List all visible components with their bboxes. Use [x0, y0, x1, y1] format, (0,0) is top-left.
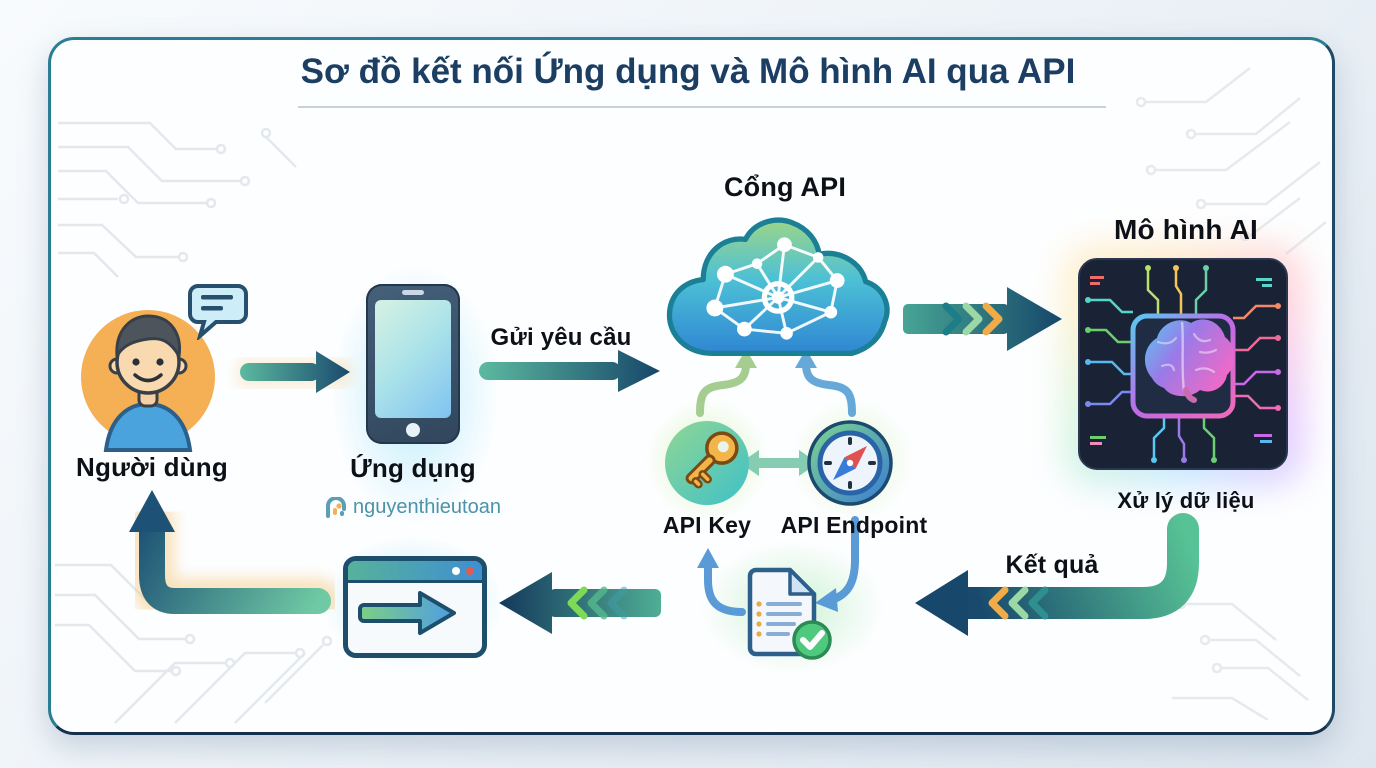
document-check-icon	[747, 567, 832, 660]
key-icon	[665, 421, 749, 505]
speech-bubble-icon	[188, 284, 248, 340]
api-endpoint-label: API Endpoint	[780, 512, 928, 538]
arrow-user-to-app	[240, 351, 350, 393]
ai-chip-brain-icon	[1078, 258, 1288, 470]
title-underline	[298, 106, 1106, 108]
arrow-document-to-key	[697, 548, 746, 616]
brand-watermark-text: nguyenthieutoan	[353, 496, 501, 518]
chevron-icons-left	[988, 586, 1049, 620]
arrow-send-request	[479, 350, 660, 392]
compass-icon	[807, 420, 893, 506]
arrow-key-to-gateway	[696, 349, 757, 417]
window-dot-white	[452, 567, 460, 575]
arrow-endpoint-to-gateway	[795, 349, 856, 417]
api-key-label: API Key	[662, 512, 752, 538]
model-label: Mô hình AI	[1113, 214, 1259, 245]
browser-window-icon	[343, 556, 487, 658]
arrow-gateway-to-model	[903, 287, 1062, 351]
chevron-icons-left-green	[567, 586, 628, 620]
chevron-icons-right	[942, 302, 1003, 336]
user-label: Người dùng	[76, 452, 228, 482]
browser-titlebar	[348, 561, 482, 583]
send-request-label: Gửi yêu cầu	[490, 324, 632, 351]
brand-logo-icon	[326, 496, 347, 518]
gateway-label: Cổng API	[723, 172, 847, 202]
cloud-network-icon	[666, 217, 890, 356]
brand-watermark: nguyenthieutoan	[318, 496, 508, 519]
model-caption: Xử lý dữ liệu	[1117, 488, 1255, 513]
result-label: Kết quả	[1005, 551, 1099, 579]
page-title: Sơ đồ kết nối Ứng dụng và Mô hình AI qua…	[300, 52, 1076, 91]
smartphone-icon	[366, 284, 460, 444]
app-label: Ứng dụng	[350, 453, 476, 483]
user-avatar-icon	[81, 310, 215, 452]
window-dot-red	[466, 567, 474, 575]
arrow-result	[915, 513, 1199, 636]
arrow-document-to-browser	[499, 572, 661, 634]
browser-arrow-icon	[358, 591, 456, 635]
arrow-return-to-user	[129, 490, 331, 614]
arrow-endpoint-to-document	[815, 516, 859, 612]
